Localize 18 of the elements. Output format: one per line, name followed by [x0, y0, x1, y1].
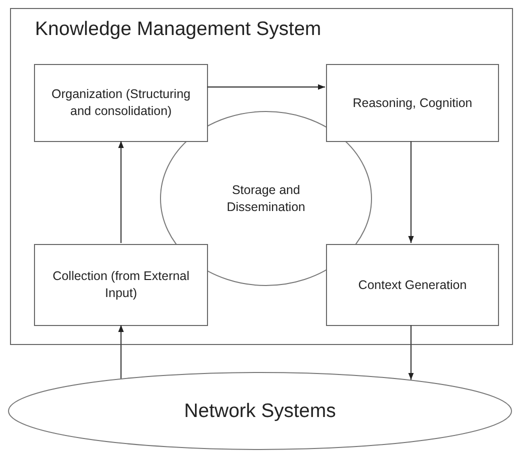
node-label: Reasoning, Cognition	[352, 94, 472, 112]
node-label: Organization (Structuring and consolidation)	[51, 86, 191, 120]
process-box	[326, 64, 499, 142]
frame-heading: Knowledge Management System	[35, 18, 322, 41]
node-label: Context Generation	[358, 276, 467, 294]
arrow	[118, 325, 124, 378]
system-frame	[10, 8, 513, 345]
process-box	[326, 244, 499, 326]
process-box	[34, 244, 208, 326]
process-box	[34, 64, 208, 142]
arrow	[118, 141, 124, 243]
node-label: Storage and Dissemination	[226, 182, 306, 216]
network-ellipse	[8, 372, 512, 450]
arrow	[408, 141, 414, 243]
node-label: Collection (from External Input)	[52, 268, 190, 302]
node-label: Network Systems	[184, 398, 336, 424]
arrow	[207, 84, 325, 90]
arrow	[408, 325, 414, 380]
